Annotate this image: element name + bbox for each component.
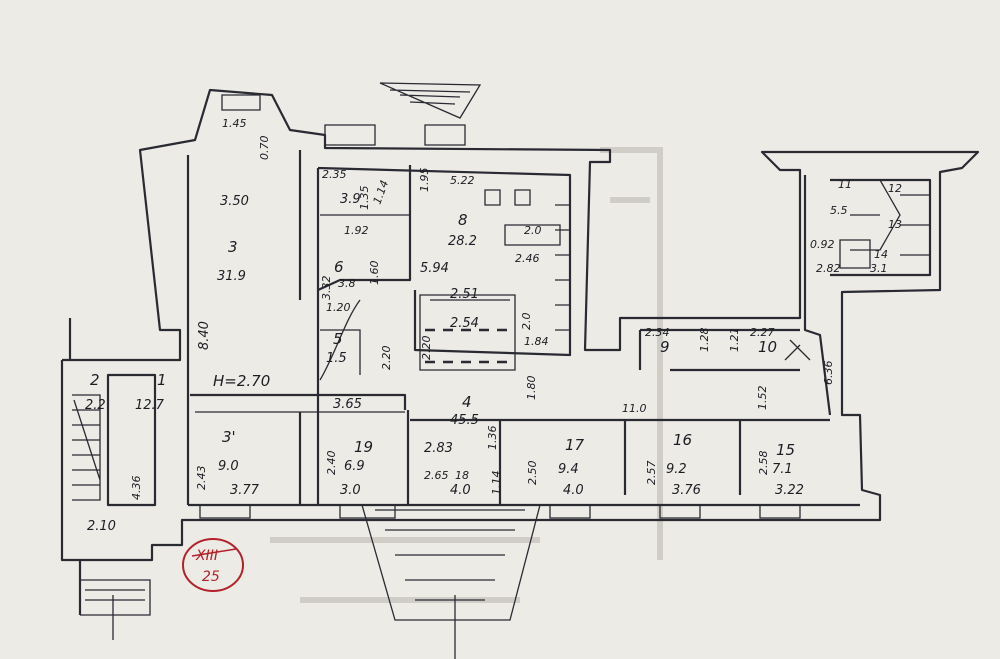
room-number-14: 14 (874, 248, 888, 261)
room-number-13: 13 (888, 218, 902, 231)
interior-details (72, 82, 930, 659)
room-number-8: 8 (458, 211, 468, 229)
area-9: 2.34 (645, 326, 670, 339)
height-label: H=2.70 (213, 372, 270, 390)
room-areas: 12.7 2.2 31.9 9.0 45.5 1.5 3.8 3.9 28.2 … (85, 192, 888, 498)
dim-1.80: 1.80 (525, 376, 538, 401)
dim-0.92: 0.92 (810, 238, 835, 251)
dim-1.52: 1.52 (756, 386, 769, 411)
dim-5.94: 5.94 (420, 261, 449, 276)
outer-walls (60, 88, 980, 615)
area-7: 3.9 (340, 192, 361, 207)
room-number-17: 17 (565, 436, 585, 454)
area-4: 45.5 (450, 413, 479, 428)
dim-2.65: 2.65 (424, 469, 449, 482)
dim-8.40: 8.40 (197, 321, 212, 350)
dim-1.28: 1.28 (698, 328, 711, 353)
area-5: 1.5 (326, 351, 347, 366)
area-16: 9.2 (666, 462, 687, 477)
room-number-12: 12 (888, 182, 902, 195)
room-number-10: 10 (758, 338, 777, 356)
dim-4.0: 4.0 (563, 483, 584, 498)
ghost-lines (270, 147, 663, 603)
dim-2.0: 2.0 (524, 224, 542, 237)
dim-3.77: 3.77 (230, 483, 260, 498)
dim-2.20: 2.20 (380, 346, 393, 371)
area-2: 2.2 (85, 398, 106, 413)
dim-2.20b: 2.20 (420, 336, 433, 361)
dim-1.21: 1.21 (728, 328, 741, 353)
inventory-stamp: XIII 25 (182, 538, 244, 592)
dimensions: 1.45 0.70 3.50 8.40 H=2.70 2.43 3.77 2.1… (87, 117, 852, 534)
dim-3.0: 3.0 (340, 483, 361, 498)
room-number-1: 1 (157, 371, 167, 389)
dim-3.50: 3.50 (220, 194, 249, 209)
dim-2.0b: 2.0 (520, 313, 533, 331)
stamp-bottom-text: 25 (202, 569, 220, 585)
room-number-18: 18 (455, 469, 469, 482)
area-6: 3.8 (338, 277, 356, 290)
dim-1.14b: 1.14 (371, 179, 392, 206)
dim-3.65: 3.65 (333, 397, 362, 412)
dim-2.54: 2.54 (450, 316, 479, 331)
area-18: 4.0 (450, 483, 471, 498)
room-number-6: 6 (334, 258, 344, 276)
dim-0.70: 0.70 (258, 136, 271, 161)
dim-1.95: 1.95 (418, 168, 431, 193)
area-8: 28.2 (448, 234, 477, 249)
room-number-3: 3 (228, 238, 238, 256)
area-17: 9.4 (558, 462, 579, 477)
stamp-top-text: XIII (195, 548, 218, 564)
dim-1.92: 1.92 (344, 224, 369, 237)
area-19: 6.9 (344, 459, 365, 474)
dim-2.40: 2.40 (325, 451, 338, 476)
dim-2.10: 2.10 (87, 519, 116, 534)
dim-1.14: 1.14 (490, 471, 503, 496)
dim-3.22: 3.22 (775, 483, 804, 498)
room-number-3b: 3' (222, 428, 236, 446)
dim-2.82: 2.82 (816, 262, 841, 275)
dim-11.0: 11.0 (622, 402, 647, 415)
area-11: 5.5 (830, 204, 848, 217)
dim-1.35: 1.35 (358, 186, 371, 211)
dim-2.43: 2.43 (195, 466, 208, 491)
dim-2.46: 2.46 (515, 252, 540, 265)
dim-5.22: 5.22 (450, 174, 475, 187)
dim-6.36: 6.36 (822, 361, 835, 386)
dim-4.36: 4.36 (130, 476, 143, 501)
dim-1.36: 1.36 (486, 426, 499, 451)
room-number-9: 9 (660, 338, 670, 356)
area-3: 31.9 (217, 269, 246, 284)
room-number-16: 16 (673, 431, 692, 449)
area-15: 7.1 (772, 462, 793, 477)
area-14: 3.1 (870, 262, 888, 275)
area-10: 2.27 (750, 326, 775, 339)
area-3b: 9.0 (218, 459, 239, 474)
room-number-19: 19 (354, 438, 373, 456)
dim-3.32: 3.32 (320, 276, 333, 301)
room-number-5: 5 (333, 330, 343, 348)
room-numbers: 1 2 3 3' 4 5 6 8 9 10 12 13 14 15 16 17 … (90, 182, 902, 482)
dim-11: 11 (838, 178, 852, 191)
dim-3.76: 3.76 (672, 483, 701, 498)
room-number-2: 2 (90, 371, 100, 389)
dim-2.35: 2.35 (322, 168, 347, 181)
area-1: 12.7 (135, 398, 165, 413)
room-number-4: 4 (462, 393, 472, 411)
dim-1.45: 1.45 (222, 117, 247, 130)
dim-2.57: 2.57 (645, 461, 658, 486)
dim-2.50: 2.50 (526, 461, 539, 486)
dim-1.20: 1.20 (326, 301, 351, 314)
dim-2.58: 2.58 (757, 451, 770, 476)
dim-1.84: 1.84 (524, 335, 549, 348)
room-number-15: 15 (776, 441, 795, 459)
dim-2.83: 2.83 (424, 441, 453, 456)
dim-2.51: 2.51 (450, 287, 479, 302)
dim-1.60: 1.60 (368, 261, 381, 286)
